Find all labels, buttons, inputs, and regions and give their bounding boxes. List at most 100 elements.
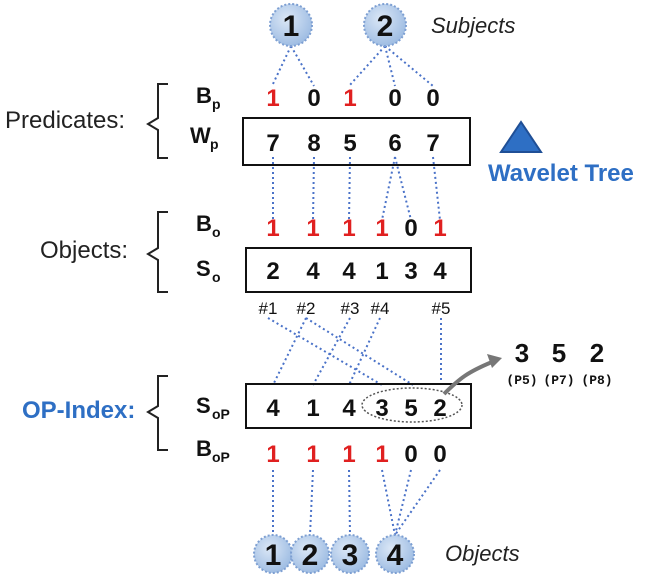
svg-text:B: B: [196, 211, 212, 236]
predicates-label: Predicates:: [5, 107, 125, 134]
connector-line-3: [348, 45, 386, 87]
svg-text:S: S: [196, 256, 211, 281]
bo-bit-5: 0: [404, 215, 417, 242]
svg-text:(P5): (P5): [506, 373, 537, 388]
predicates-bracket: [146, 83, 168, 159]
bop-bit-4: 1: [375, 441, 388, 468]
position-label-2: #2: [297, 299, 316, 318]
connector-line-23: [394, 469, 441, 536]
wp-value-5: 7: [426, 130, 439, 157]
svg-text:1: 1: [283, 10, 300, 43]
bp-bit-4: 0: [388, 85, 401, 112]
svg-text:3: 3: [342, 539, 359, 572]
svg-text:p: p: [210, 136, 219, 152]
sop-symbol: S oP: [196, 393, 230, 422]
bp-bit-1: 1: [266, 85, 279, 112]
objects-bracket: [146, 211, 168, 293]
position-label-5: #5: [432, 299, 451, 318]
bp-bit-3: 1: [343, 85, 356, 112]
svg-text:S: S: [196, 393, 211, 418]
bop-bit-3: 1: [342, 441, 355, 468]
bop-symbol: B oP: [196, 436, 230, 465]
position-label-3: #3: [341, 299, 360, 318]
so-value-3: 4: [342, 258, 356, 285]
svg-text:o: o: [212, 224, 221, 240]
bp-bit-5: 0: [426, 85, 439, 112]
position-label-1: #1: [259, 299, 278, 318]
bo-bit-2: 1: [306, 215, 319, 242]
so-symbol: S o: [196, 256, 221, 285]
object-node-3: 3: [330, 534, 370, 574]
callout-ellipse: [361, 387, 463, 423]
subject-node-1: 1: [269, 3, 313, 47]
so-value-4: 1: [375, 258, 388, 285]
wp-value-1: 7: [266, 130, 279, 157]
connector-line-21: [381, 469, 396, 536]
connector-line-19: [309, 469, 314, 536]
bp-symbol: B p: [196, 83, 221, 112]
wp-value-2: 8: [307, 130, 320, 157]
connector-line-5: [384, 45, 434, 87]
bo-bit-6: 1: [433, 215, 446, 242]
wavelet-tree-label: Wavelet Tree: [488, 160, 634, 187]
callout-arrowhead: [487, 354, 502, 368]
svg-text:oP: oP: [212, 449, 230, 465]
wp-value-3: 5: [343, 130, 356, 157]
connector-line-22: [394, 469, 412, 536]
objects-bottom-label: Objects: [445, 541, 520, 566]
svg-text:4: 4: [387, 539, 404, 572]
connector-line-2: [290, 45, 315, 87]
triangle-icon: [499, 120, 543, 153]
wp-box: [242, 117, 471, 166]
sop-value-3: 4: [342, 395, 356, 422]
objects-label: Objects:: [40, 237, 128, 264]
connector-line-9: [381, 156, 396, 221]
dotted-connectors: [267, 45, 442, 536]
sop-value-1: 4: [266, 395, 280, 422]
connector-line-10: [394, 156, 412, 221]
bop-bit-6: 0: [433, 441, 446, 468]
svg-text:2: 2: [590, 338, 604, 368]
connector-line-8: [348, 156, 351, 221]
connector-line-14: [305, 317, 414, 386]
subjects-label: Subjects: [431, 13, 515, 38]
connector-line-11: [432, 156, 441, 221]
svg-text:p: p: [212, 96, 221, 112]
svg-text:3: 3: [515, 338, 529, 368]
subject-node-2: 2: [363, 3, 407, 47]
svg-text:B: B: [196, 436, 212, 461]
so-value-1: 2: [266, 258, 279, 285]
object-node-2: 2: [290, 534, 330, 574]
object-node-1: 1: [253, 534, 293, 574]
bo-bit-3: 1: [342, 215, 355, 242]
bop-bit-1: 1: [266, 441, 279, 468]
so-box: [245, 247, 472, 293]
op-index-label: OP-Index:: [22, 397, 135, 424]
svg-text:5: 5: [552, 338, 566, 368]
connector-line-15: [312, 317, 351, 386]
svg-text:oP: oP: [212, 406, 230, 422]
object-node-4: 4: [375, 534, 415, 574]
svg-text:o: o: [212, 269, 221, 285]
op-index-bracket: [146, 375, 168, 451]
svg-text:1: 1: [265, 539, 282, 572]
connector-line-7: [312, 156, 315, 221]
svg-text:(P8): (P8): [581, 373, 612, 388]
connector-line-4: [384, 45, 396, 87]
svg-text:(P7): (P7): [543, 373, 574, 388]
position-labels: #1#2#3#4#5: [259, 299, 451, 318]
wp-value-4: 6: [388, 130, 401, 157]
bop-bit-2: 1: [306, 441, 319, 468]
callout-arrow: [442, 360, 493, 396]
svg-text:B: B: [196, 83, 212, 108]
wp-symbol: W p: [190, 123, 219, 152]
sop-box: [245, 383, 472, 429]
svg-text:W: W: [190, 123, 211, 148]
